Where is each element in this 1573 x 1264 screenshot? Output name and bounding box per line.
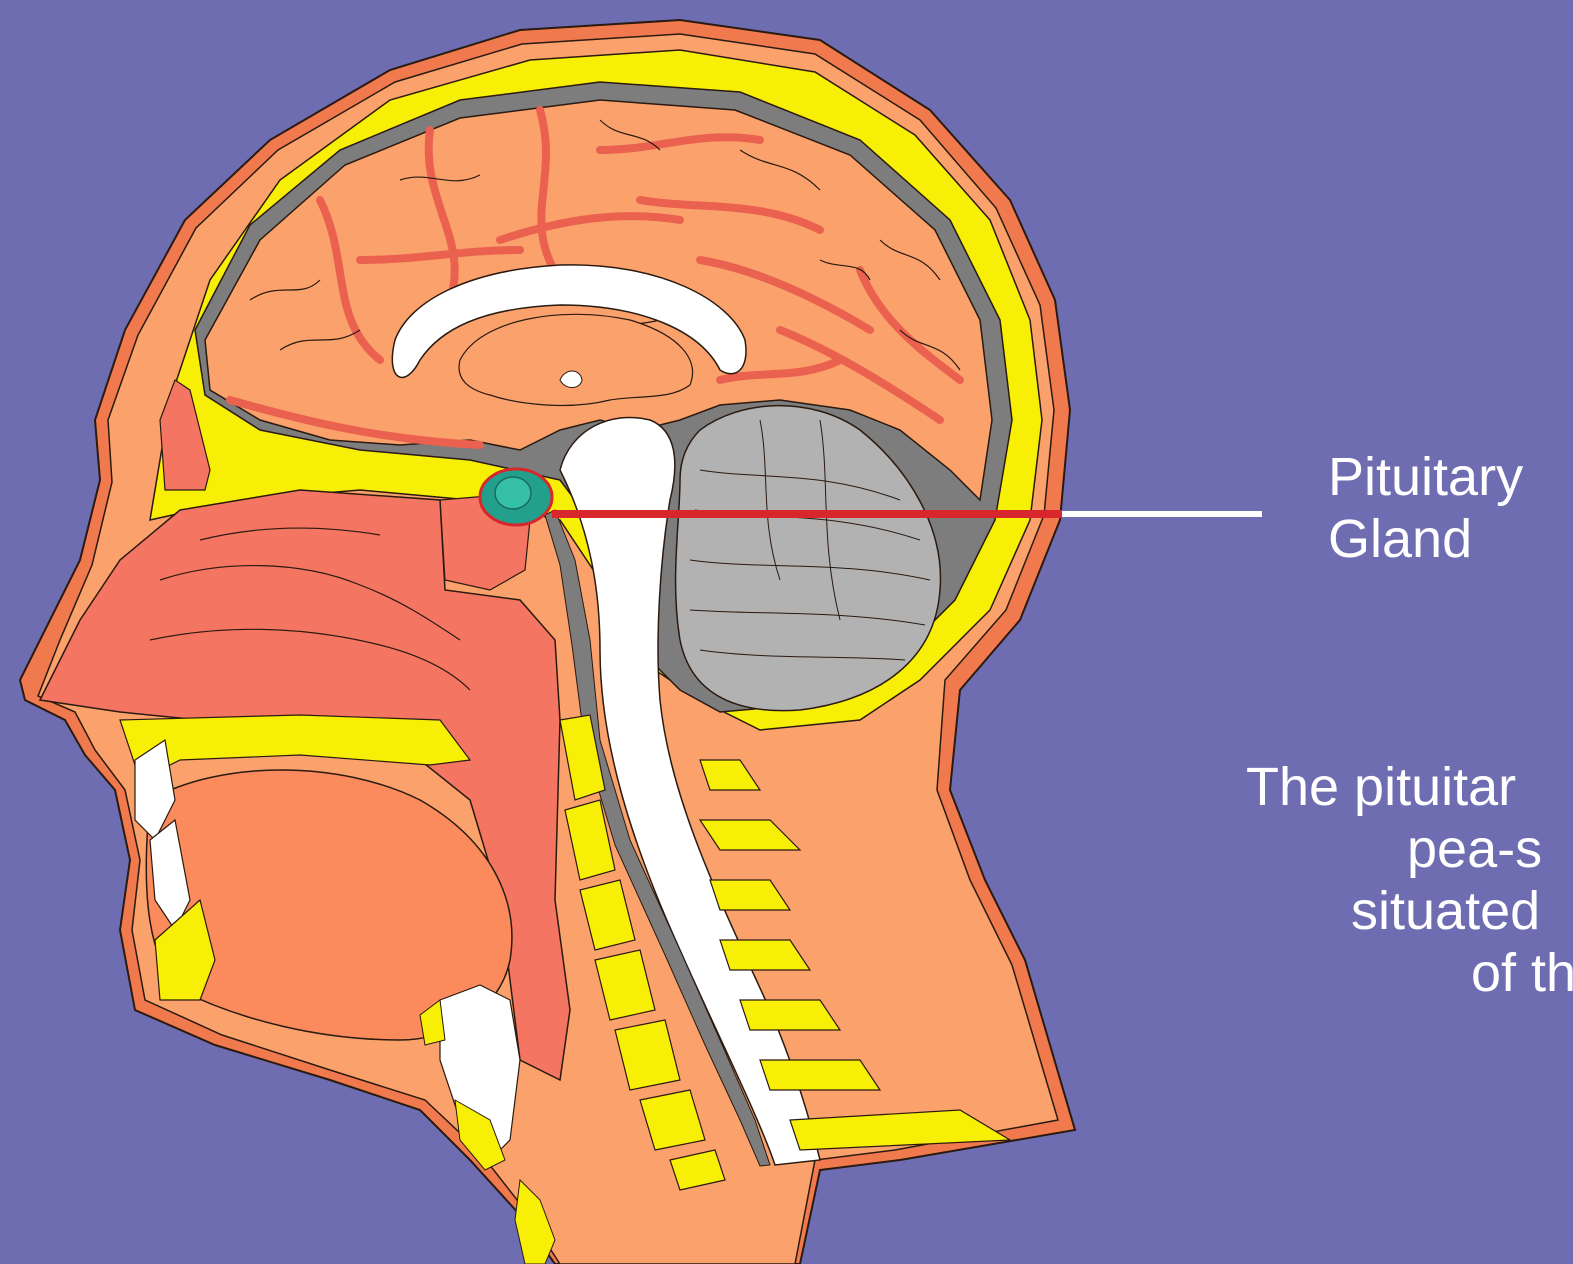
description-line-2: pea-s [1407,818,1573,880]
pituitary-gland-inner [495,477,531,509]
label-line-2: Gland [1328,508,1523,570]
description-text: The pituitar pea-s situated of th [1246,756,1573,1004]
pituitary-gland-label: Pituitary Gland [1328,446,1523,570]
description-line-4: of th [1471,942,1573,1004]
description-line-1: The pituitar [1246,756,1573,818]
label-line-1: Pituitary [1328,446,1523,508]
description-line-3: situated [1351,880,1573,942]
